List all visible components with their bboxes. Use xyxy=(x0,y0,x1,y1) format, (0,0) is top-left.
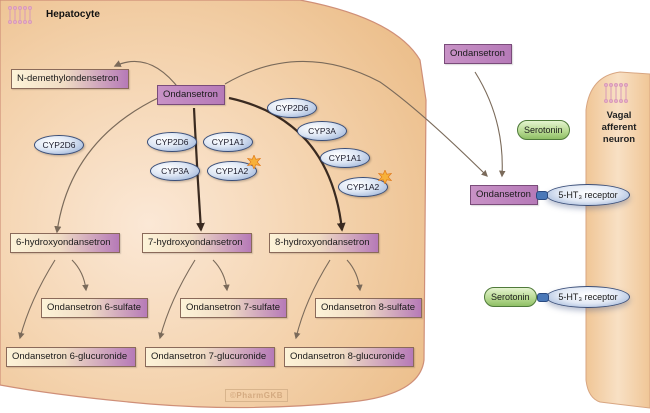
neuron-label-line2: afferent xyxy=(601,122,637,133)
enzyme-cyp3a-path8[interactable]: CYP3A xyxy=(297,121,347,141)
ondansetron-6-sulfate-box[interactable]: Ondansetron 6-sulfate xyxy=(41,298,148,318)
enzyme-cyp2d6-path7[interactable]: CYP2D6 xyxy=(147,132,197,152)
binding-connector-icon xyxy=(537,293,549,302)
enzyme-cyp1a2-path7[interactable]: CYP1A2 xyxy=(207,161,257,181)
arrow-7-to-sulfate xyxy=(212,259,230,292)
enzyme-cyp1a1-path8[interactable]: CYP1A1 xyxy=(320,148,370,168)
arrow-6-to-sulfate xyxy=(71,259,89,292)
binding-connector-icon xyxy=(536,191,548,200)
5ht3-receptor-1[interactable]: 5-HT₃ receptor xyxy=(546,184,630,206)
ondansetron-7-sulfate-box[interactable]: Ondansetron 7-sulfate xyxy=(180,298,287,318)
5ht3-receptor-2[interactable]: 5-HT₃ receptor xyxy=(546,286,630,308)
neuron-label-line1: Vagal xyxy=(606,110,632,121)
arrow-to-n-demethyl xyxy=(113,60,181,91)
ondansetron-8-sulfate-box[interactable]: Ondansetron 8-sulfate xyxy=(315,298,422,318)
neuron-membrane-icon xyxy=(604,83,628,103)
arrow-8-to-glucuronide xyxy=(294,259,331,340)
ondansetron-bound-box[interactable]: Ondansetron xyxy=(470,185,538,205)
8-hydroxyondansetron-box[interactable]: 8-hydroxyondansetron xyxy=(269,233,379,253)
enzyme-cyp3a-path7[interactable]: CYP3A xyxy=(150,161,200,181)
ondansetron-7-glucuronide-box[interactable]: Ondansetron 7-glucuronide xyxy=(145,347,275,367)
ondansetron-6-glucuronide-box[interactable]: Ondansetron 6-glucuronide xyxy=(6,347,136,367)
serotonin-free[interactable]: Serotonin xyxy=(517,120,570,140)
ondansetron-blood-box[interactable]: Ondansetron xyxy=(444,44,512,64)
arrow-ondansetron-exit xyxy=(224,60,488,177)
enzyme-cyp1a1-path7[interactable]: CYP1A1 xyxy=(203,132,253,152)
enzyme-cyp2d6-path8[interactable]: CYP2D6 xyxy=(267,98,317,118)
arrow-to-8-hydroxy xyxy=(228,96,346,232)
ondansetron-liver-box[interactable]: Ondansetron xyxy=(157,85,225,105)
vagal-neuron-cell xyxy=(585,71,650,409)
ondansetron-8-glucuronide-box[interactable]: Ondansetron 8-glucuronide xyxy=(284,347,414,367)
membrane-icon xyxy=(8,6,32,24)
arrow-6-to-glucuronide xyxy=(18,259,56,340)
6-hydroxyondansetron-box[interactable]: 6-hydroxyondansetron xyxy=(10,233,120,253)
arrow-7-to-glucuronide xyxy=(158,259,196,340)
arrow-blood-to-receptor xyxy=(474,71,506,178)
neuron-label-line3: neuron xyxy=(602,134,636,145)
7-hydroxyondansetron-box[interactable]: 7-hydroxyondansetron xyxy=(142,233,252,253)
star-icon xyxy=(378,170,392,184)
arrow-to-6-hydroxy xyxy=(54,96,161,234)
enzyme-cyp1a2-path8[interactable]: CYP1A2 xyxy=(338,177,388,197)
enzyme-cyp2d6-path6[interactable]: CYP2D6 xyxy=(34,135,84,155)
serotonin-bound[interactable]: Serotonin xyxy=(484,287,537,307)
star-icon xyxy=(247,155,261,169)
pharmgkb-watermark: ©PharmGKB xyxy=(225,389,289,402)
arrow-8-to-sulfate xyxy=(346,259,363,292)
hepatocyte-title: Hepatocyte xyxy=(46,9,100,20)
vagal-neuron-label: Vagal afferent neuron xyxy=(594,110,644,146)
n-demethylondensetron-box[interactable]: N-demethylondensetron xyxy=(11,69,129,89)
